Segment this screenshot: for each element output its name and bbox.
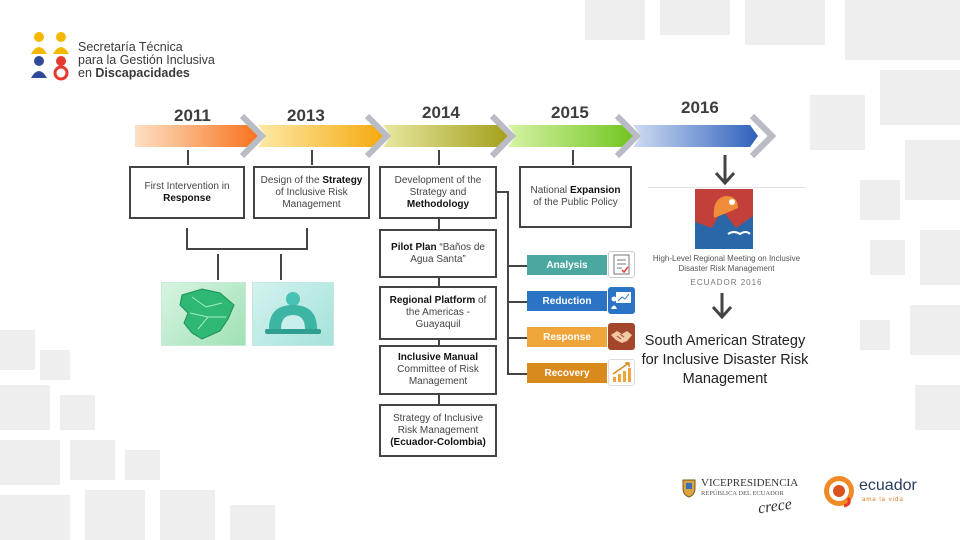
ecuador-tagline: ama la vida [862, 497, 904, 503]
ecuador-wordmark: ecuador [859, 477, 917, 494]
chain-line [438, 278, 440, 286]
box-2013-design-strategy: Design of the Strategy of Inclusive Risk… [253, 166, 370, 219]
phase-reduction: Reduction [527, 291, 607, 311]
timeline-arrow [135, 113, 777, 159]
logo-line-3-bold: Discapacidades [95, 66, 190, 80]
phase-recovery: Recovery [527, 363, 607, 383]
vicepresidencia-logo: VICEPRESIDENCIA REPÚBLICA DEL ECUADOR cr… [680, 474, 810, 524]
box-2011-first-intervention: First Intervention in Response [129, 166, 245, 219]
handshake-icon [608, 323, 635, 350]
arrow-down-icon [711, 293, 733, 320]
chain-line [438, 395, 440, 404]
chevron-icon [614, 113, 642, 159]
bracket-right [306, 228, 308, 249]
phase-bracket-spine [507, 191, 509, 374]
vp-line-2: REPÚBLICA DEL ECUADOR [701, 490, 784, 497]
year-2013: 2013 [287, 106, 325, 125]
ecuador-map-image [161, 282, 246, 346]
box-inclusive-manual: Inclusive Manual Committee of Risk Manag… [379, 345, 497, 395]
year-2014: 2014 [422, 103, 460, 122]
bracket-bar [186, 248, 308, 250]
protective-hands-image [252, 282, 334, 346]
ecuador-swirl-icon [824, 476, 854, 508]
year-2011: 2011 [174, 106, 211, 125]
people-icon [31, 32, 69, 81]
meeting-title: High-Level Regional Meeting on Inclusive… [652, 254, 801, 273]
phase-analysis: Analysis [527, 255, 607, 275]
logo-line-3-prefix: en [78, 66, 96, 80]
phase-connector [507, 373, 527, 375]
growth-chart-icon [608, 359, 635, 386]
meeting-emblem-icon [695, 189, 753, 249]
bracket-drop-right [280, 254, 282, 280]
ecuador-map-icon [179, 288, 235, 340]
box-pilot-plan: Pilot Plan “Baños de Agua Santa” [379, 229, 497, 278]
south-american-strategy-text: South American Strategy for Inclusive Di… [641, 333, 809, 387]
meeting-subtitle: ECUADOR 2016 [690, 278, 763, 287]
chevron-icon [749, 113, 777, 159]
logo-line-1: Secretaría Técnica [78, 40, 183, 54]
phase-bracket-top [497, 191, 508, 193]
bracket-left [186, 228, 188, 249]
stgid-logo: Secretaría Técnica para la Gestión Inclu… [30, 30, 230, 82]
logo-line-2: para la Gestión Inclusiva [78, 53, 215, 67]
box-2015-national-expansion: National Expansion of the Public Policy [519, 166, 632, 228]
box-regional-platform: Regional Platform of the Americas - Guay… [379, 286, 497, 340]
chevron-icon [364, 113, 392, 159]
arrow-down-icon [714, 155, 736, 186]
tick-2015 [572, 150, 574, 165]
vp-line-1: VICEPRESIDENCIA [701, 477, 799, 489]
tick-2014 [438, 150, 440, 165]
phase-connector [507, 337, 527, 339]
coat-of-arms-icon [682, 479, 696, 498]
segment-2013 [258, 125, 383, 147]
phase-connector [507, 265, 527, 267]
bracket-drop-left [217, 254, 219, 280]
ecuador-ama-la-vida-logo: ecuador ama la vida [822, 474, 932, 510]
vp-tagline: crece [756, 495, 793, 518]
protective-hands-icon [265, 292, 321, 334]
tick-2011 [187, 150, 189, 165]
tick-2013 [311, 150, 313, 165]
phase-connector [507, 301, 527, 303]
chevron-icon [489, 113, 517, 159]
box-2014-development: Development of the Strategy and Methodol… [379, 166, 497, 219]
segment-2016 [633, 125, 758, 147]
chain-line [438, 340, 440, 345]
checklist-icon [608, 251, 635, 278]
presentation-icon [608, 287, 635, 314]
meeting-logo-panel: High-Level Regional Meeting on Inclusive… [648, 187, 805, 290]
year-2015: 2015 [551, 103, 589, 122]
segment-2014 [383, 125, 508, 147]
chevron-icon [239, 113, 267, 159]
segment-2011 [135, 125, 258, 147]
segment-2015 [508, 125, 633, 147]
year-2016: 2016 [681, 98, 719, 117]
box-strategy-ecuador-colombia: Strategy of Inclusive Risk Management (E… [379, 404, 497, 457]
phase-response: Response [527, 327, 607, 347]
chain-line [438, 219, 440, 229]
